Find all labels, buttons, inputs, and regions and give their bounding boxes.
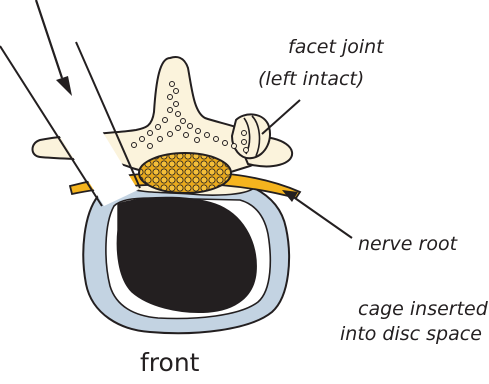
- facet-joint-label: facet joint: [288, 35, 384, 59]
- cage-label-line1: cage inserted: [358, 297, 488, 321]
- facet-leader-line: [262, 100, 300, 134]
- cage-label-line2: into disc space: [340, 322, 482, 346]
- nerve-leader-line: [282, 190, 352, 238]
- front-label: front: [140, 348, 199, 378]
- nerve-root-label: nerve root: [358, 232, 457, 256]
- facet-joint-note-label: (left intact): [258, 67, 364, 91]
- facet-joint: [232, 114, 270, 158]
- retractor-tube: [0, 0, 140, 206]
- bone-graft: [139, 153, 231, 193]
